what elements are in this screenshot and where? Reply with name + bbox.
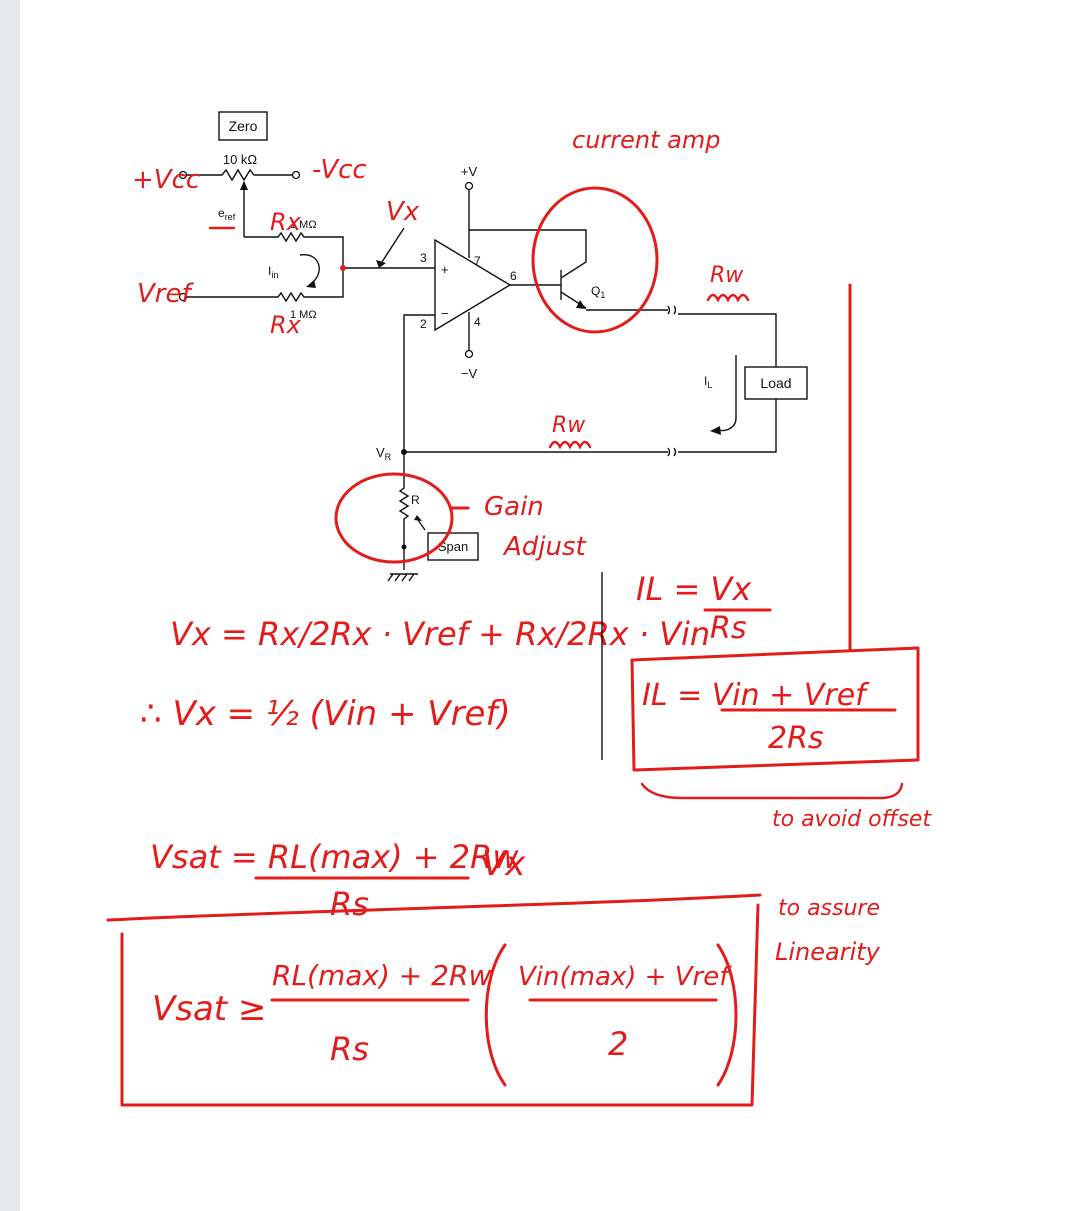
eq-il2-num: IL = Vin + Vref: [642, 678, 870, 713]
zero-label: Zero: [229, 118, 258, 134]
hw-rw-right: Rw: [710, 263, 744, 288]
circuit-diagram-svg: Zero 10 kΩ eref 1 MΩ 1 MΩ Iin + − 3 2 +V: [106, 111, 932, 1107]
printed-circuit: Zero 10 kΩ eref 1 MΩ 1 MΩ Iin + − 3 2 +V: [178, 111, 808, 582]
hw-adjust: Adjust: [502, 532, 587, 562]
r-label: R: [411, 493, 420, 507]
span-wiper-arrow: [414, 515, 422, 521]
current-amp-circle: [531, 186, 659, 334]
opamp-minus: −: [441, 306, 449, 321]
span-wiper: [417, 519, 426, 531]
minus-v-terminal: [464, 349, 474, 359]
iin-loop-arrow: [299, 254, 320, 284]
pin-4: 4: [474, 315, 481, 329]
hw-linearity: Linearity: [775, 938, 881, 966]
eq-il1-num: IL = Vx: [636, 570, 752, 608]
il-result-box: [630, 646, 920, 772]
op-amp-triangle: [434, 238, 512, 332]
hw-current-amp: current amp: [572, 126, 720, 154]
circuit-diagram-canvas: Zero 10 kΩ eref 1 MΩ 1 MΩ Iin + − 3 2 +V: [20, 0, 1080, 1211]
span-resistor: [398, 452, 410, 570]
right-paren: [716, 943, 738, 1087]
eq-il1-den: Rs: [710, 611, 746, 646]
plus-v-label: +V: [461, 164, 478, 179]
wire-break-bottom: [667, 447, 677, 457]
eq-vsat-tail: Vx: [482, 844, 526, 884]
eq-vx-line2: ∴ Vx = ½ (Vin + Vref): [140, 694, 511, 734]
vin-terminal: [178, 292, 188, 302]
minus-vcc-terminal: [291, 170, 301, 180]
pin-7: 7: [474, 254, 481, 268]
summing-node: [340, 265, 346, 271]
span-box: [427, 532, 479, 561]
span-label: Span: [438, 539, 468, 554]
q1-label: Q1: [591, 284, 605, 300]
final-top-line: [106, 893, 762, 922]
wire-break-top: [667, 305, 677, 315]
hw-vx: Vx: [386, 197, 420, 227]
opamp-plus: +: [441, 262, 449, 277]
inverting-feedback-wire: [403, 314, 435, 452]
hw-vref: Vref: [137, 279, 194, 309]
left-paren: [484, 943, 507, 1087]
rw-right-squiggle: [706, 293, 750, 303]
il-label: IL: [704, 374, 712, 390]
gain-adjust-circle: [334, 472, 454, 564]
vr-label: VR: [376, 445, 392, 462]
ground-symbol: [387, 573, 418, 582]
pot-value-label: 10 kΩ: [223, 152, 258, 167]
hw-to-assure: to assure: [778, 896, 880, 921]
il-arrowhead: [710, 426, 721, 435]
final-box: [120, 903, 760, 1107]
load-bottom-wire: [678, 399, 777, 453]
eq-final-lhs: Vsat ≥: [152, 989, 266, 1029]
load-label: Load: [760, 375, 791, 391]
pin-2: 2: [420, 317, 427, 331]
zero-pot-box: [218, 111, 268, 141]
eq-final-paren-num: Vin(max) + Vref: [518, 962, 732, 992]
hw-gain: Gain: [484, 492, 544, 522]
r1-value: 1 MΩ: [290, 219, 317, 231]
hw-rx-bottom: Rx: [270, 311, 302, 339]
hw-rx-top: Rx: [270, 208, 302, 236]
hw-rw-bottom: Rw: [552, 413, 586, 438]
load-box: [744, 366, 808, 400]
eq-final-paren-den: 2: [608, 1025, 628, 1063]
eq-final-den: Rs: [330, 1030, 369, 1068]
hw-plus-vcc: +Vcc: [132, 165, 200, 195]
hw-avoid-offset: to avoid offset: [772, 807, 932, 832]
eq-il2-den: 2Rs: [768, 721, 824, 756]
hw-minus-vcc: -Vcc: [312, 155, 367, 185]
il-arrow: [717, 355, 737, 432]
red-annotations: +Vcc -Vcc Vref Rx Rx Vx current amp Rw R…: [106, 126, 932, 1107]
load-top-wire: [678, 313, 777, 367]
q1-collector: [469, 229, 587, 279]
offset-brace: [640, 782, 904, 800]
q1-emitter-arrow: [576, 300, 586, 309]
eq-final-num: RL(max) + 2Rw: [272, 959, 491, 992]
bottom-input-resistor: [187, 268, 344, 303]
rw-bottom-squiggle: [548, 440, 592, 450]
eref-label: eref: [218, 206, 236, 222]
iin-arrowhead: [306, 280, 316, 288]
wiper-arrowhead: [240, 181, 248, 190]
plus-v-terminal: [464, 181, 474, 191]
iin-label: Iin: [268, 264, 278, 280]
zero-potentiometer: [187, 168, 292, 182]
pin-6: 6: [510, 269, 517, 283]
eq-vx-line1: Vx = Rx/2Rx · Vref + Rx/2Rx · Vin: [170, 615, 710, 653]
vx-pointer-head: [376, 260, 386, 268]
left-margin-strip: [0, 0, 20, 1211]
r2-value: 1 MΩ: [290, 309, 317, 321]
eq-vsat-den: Rs: [330, 885, 369, 923]
top-input-resistor: [244, 231, 344, 268]
plus-vcc-terminal: [178, 170, 188, 180]
pin-3: 3: [420, 251, 427, 265]
vx-pointer-arrow: [379, 227, 405, 266]
minus-v-label: −V: [461, 366, 478, 381]
eq-vsat-num: Vsat = RL(max) + 2Rw: [150, 838, 519, 876]
span-node: [401, 544, 407, 550]
